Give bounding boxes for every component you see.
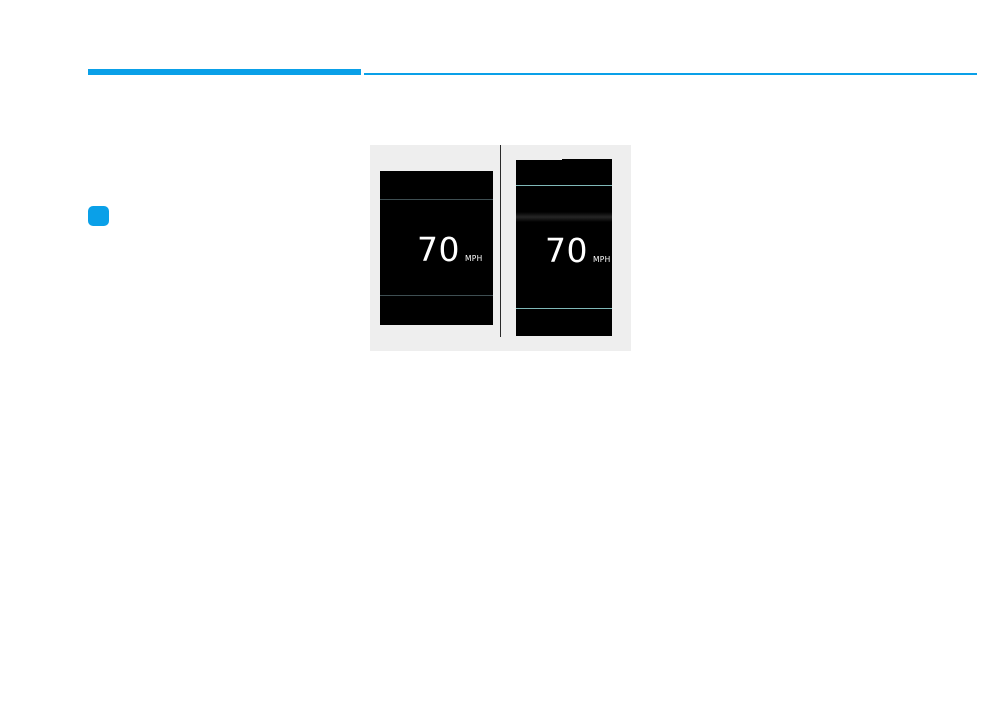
bullet-square-icon: [88, 206, 109, 226]
speed-unit: MPH: [465, 254, 483, 263]
header-accent-bar: [88, 69, 361, 75]
header-rule: [364, 73, 977, 75]
display-glow-band: [516, 212, 612, 222]
display-bottom-highlight-line: [516, 308, 612, 309]
speed-value: 70: [417, 230, 460, 269]
speed-unit: MPH: [593, 255, 611, 264]
speed-value: 70: [545, 231, 588, 270]
display-top-line: [380, 199, 493, 200]
display-bottom-line: [380, 295, 493, 296]
figure-divider: [500, 145, 501, 337]
display-top-highlight-line: [516, 185, 612, 186]
